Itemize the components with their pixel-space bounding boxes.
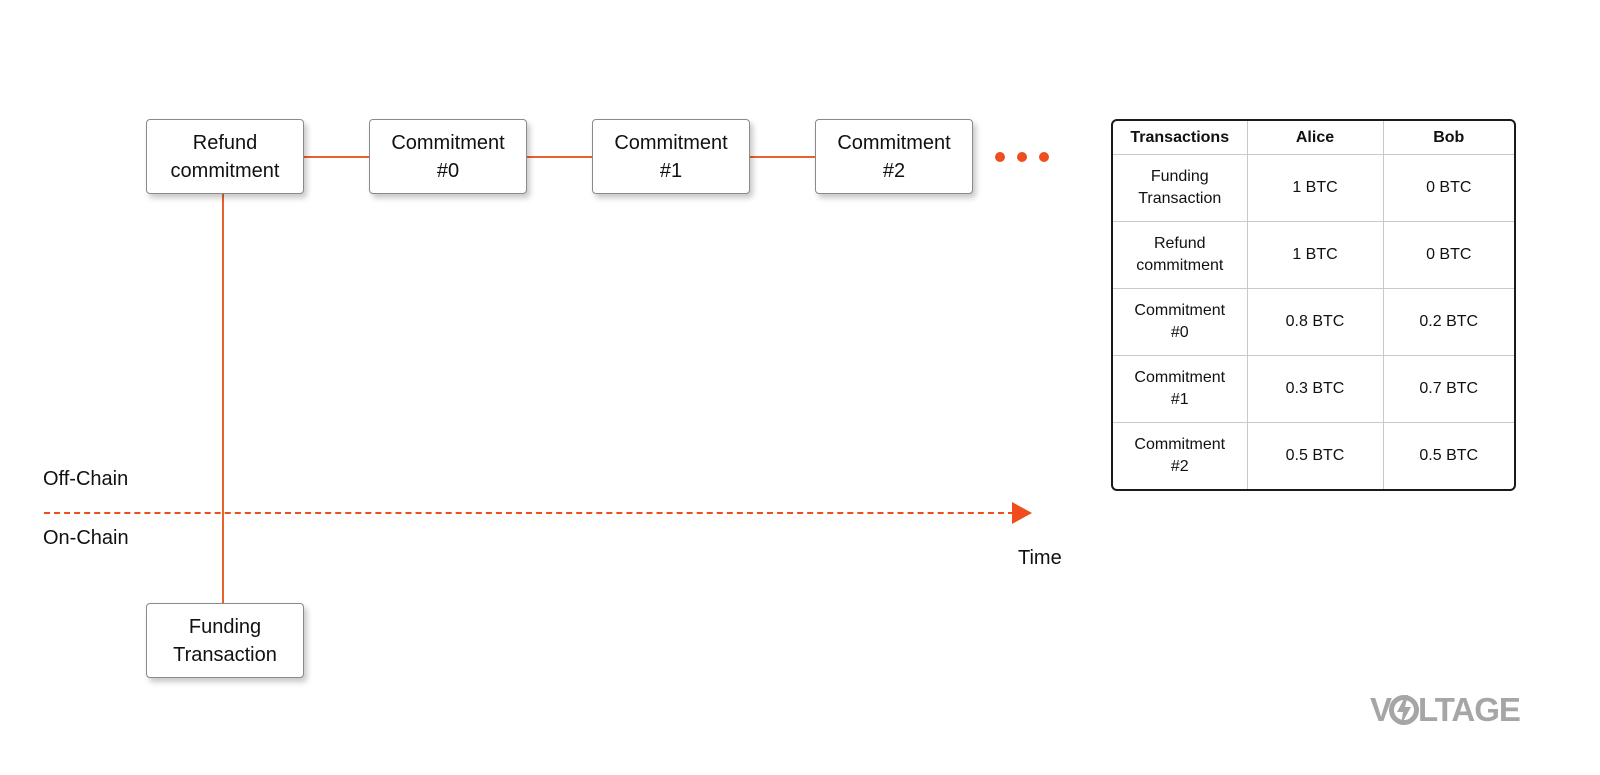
- bob-balance-cell: 0.5 BTC: [1382, 422, 1514, 489]
- transaction-cell: Commitment #1: [1113, 355, 1248, 424]
- table-row: Commitment #1 0.3 BTC 0.7 BTC: [1113, 355, 1514, 424]
- funding-transaction-node: Funding Transaction: [146, 603, 304, 678]
- transaction-cell: Refund commitment: [1113, 221, 1248, 290]
- chain-boundary-timeline: [44, 512, 1014, 514]
- transaction-cell: Commitment #0: [1113, 288, 1248, 357]
- connector-refund-commit0: [304, 156, 370, 158]
- alice-balance-cell: 1 BTC: [1246, 154, 1384, 223]
- connector-refund-funding: [222, 194, 224, 604]
- bob-balance-cell: 0 BTC: [1382, 221, 1514, 290]
- time-label: Time: [1018, 547, 1062, 569]
- column-header-transactions: Transactions: [1113, 121, 1248, 156]
- table-row: Refund commitment 1 BTC 0 BTC: [1113, 221, 1514, 290]
- balance-table: Transactions Alice Bob Funding Transacti…: [1111, 119, 1516, 491]
- off-chain-label: Off-Chain: [43, 468, 129, 490]
- commitment-1-node: Commitment #1: [592, 119, 750, 194]
- refund-commitment-node: Refund commitment: [146, 119, 304, 194]
- connector-commit0-commit1: [527, 156, 593, 158]
- connector-commit1-commit2: [750, 156, 816, 158]
- commitment-0-node: Commitment #0: [369, 119, 527, 194]
- transaction-cell: Funding Transaction: [1113, 154, 1248, 223]
- ellipsis-dot: [1039, 152, 1049, 162]
- table-row: Funding Transaction 1 BTC 0 BTC: [1113, 154, 1514, 223]
- alice-balance-cell: 0.8 BTC: [1246, 288, 1384, 357]
- table-row: Commitment #0 0.8 BTC 0.2 BTC: [1113, 288, 1514, 357]
- table-row: Commitment #2 0.5 BTC 0.5 BTC: [1113, 422, 1514, 489]
- alice-balance-cell: 0.5 BTC: [1246, 422, 1384, 489]
- time-arrow-icon: [1012, 502, 1032, 524]
- table-header-row: Transactions Alice Bob: [1113, 121, 1514, 156]
- alice-balance-cell: 1 BTC: [1246, 221, 1384, 290]
- bob-balance-cell: 0.7 BTC: [1382, 355, 1514, 424]
- voltage-bolt-logo: V LTAGE: [1370, 692, 1521, 728]
- column-header-bob: Bob: [1382, 121, 1514, 156]
- ellipsis-dot: [1017, 152, 1027, 162]
- column-header-alice: Alice: [1246, 121, 1384, 156]
- ellipsis-dot: [995, 152, 1005, 162]
- transaction-cell: Commitment #2: [1113, 422, 1248, 489]
- commitment-2-node: Commitment #2: [815, 119, 973, 194]
- bob-balance-cell: 0 BTC: [1382, 154, 1514, 223]
- svg-text:LTAGE: LTAGE: [1418, 692, 1520, 728]
- bolt-o-icon: [1389, 695, 1419, 725]
- alice-balance-cell: 0.3 BTC: [1246, 355, 1384, 424]
- bob-balance-cell: 0.2 BTC: [1382, 288, 1514, 357]
- on-chain-label: On-Chain: [43, 527, 129, 549]
- svg-text:V: V: [1370, 692, 1392, 728]
